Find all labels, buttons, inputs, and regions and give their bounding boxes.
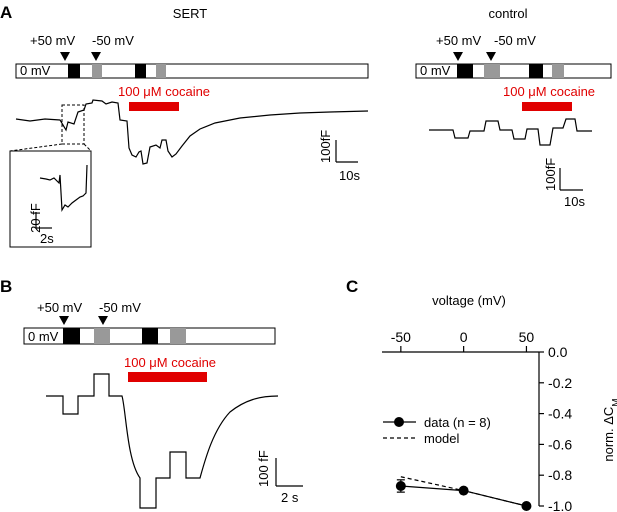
- sert-drug-label: 100 μM cocaine: [118, 84, 210, 99]
- model-arrow-neg-label: -50 mV: [99, 300, 141, 315]
- legend-data-label: data (n = 8): [424, 415, 491, 430]
- sert-trace: [15, 99, 369, 165]
- chart-ylabel-main: norm. ΔC: [601, 407, 616, 462]
- sert-arrow-neg-label: -50 mV: [92, 33, 134, 48]
- control-drug-bar: [522, 102, 572, 111]
- y-tick-label-1: -0.2: [548, 375, 572, 391]
- panel-b-letter: B: [0, 277, 12, 296]
- chart-x-ticks: -50 0 50: [391, 329, 535, 352]
- control-pulse-pos-1: [457, 64, 473, 78]
- sert-inset-scale: [35, 212, 52, 229]
- control-scale-bar: [559, 168, 583, 191]
- sert-inset-marker: [61, 104, 85, 145]
- legend-model-label: model: [424, 431, 460, 446]
- control-drug-label: 100 μM cocaine: [503, 84, 595, 99]
- control-scale-y: 100fF: [543, 158, 558, 191]
- control-pulse-neg-1: [484, 64, 500, 78]
- y-tick-label-5: -1.0: [548, 498, 572, 512]
- sert-title: SERT: [173, 6, 207, 21]
- control-pulse-pos-2: [529, 64, 543, 78]
- sert-inset-scale-y: 20 fF: [28, 203, 43, 233]
- x-tick-label-2: 50: [519, 329, 535, 345]
- model-arrow-neg-icon: [98, 316, 108, 325]
- x-tick-label-1: 0: [460, 329, 468, 345]
- sert-arrow-pos-icon: [60, 52, 70, 61]
- model-drug-label: 100 μM cocaine: [124, 355, 216, 370]
- model-arrow-pos-icon: [59, 316, 69, 325]
- sert-pulse-pos-2: [135, 64, 146, 78]
- model-pulse-pos-1: [63, 328, 80, 344]
- model-pulse-pos-2: [142, 328, 158, 344]
- control-arrow-pos-label: +50 mV: [436, 33, 481, 48]
- model-hold-label: 0 mV: [28, 329, 59, 344]
- model-pulse-neg-2: [170, 328, 186, 344]
- y-tick-label-3: -0.6: [548, 436, 572, 452]
- x-tick-label-0: -50: [391, 329, 411, 345]
- data-point-0: [395, 480, 406, 491]
- chart-plot: -50 0 50 0.0 -0.2 -0.4 -0.6 -0.8 -1.0: [382, 329, 572, 512]
- model-scale-y: 100 fF: [256, 450, 271, 487]
- panel-a-letter: A: [0, 3, 12, 22]
- sert-pulse-neg-2: [156, 64, 166, 78]
- sert-hold-label: 0 mV: [20, 63, 51, 78]
- sert-arrow-neg-icon: [91, 52, 101, 61]
- sert-protocol-bar: [15, 63, 369, 79]
- model-drug-bar: [128, 372, 207, 382]
- control-title: control: [488, 6, 527, 21]
- data-point-1: [458, 485, 469, 496]
- control-hold-label: 0 mV: [420, 63, 451, 78]
- control-arrow-pos-icon: [453, 52, 463, 61]
- control-trace: [429, 118, 592, 146]
- sert-scale-bar: [335, 140, 358, 163]
- legend-data-marker: [394, 417, 404, 427]
- sert-scale-x: 10s: [339, 168, 360, 183]
- control-arrow-neg-icon: [486, 52, 496, 61]
- sert-scale-y: 100fF: [318, 130, 333, 163]
- model-scale-x: 2 s: [281, 490, 299, 505]
- sert-inset-scale-x: 2s: [40, 231, 54, 246]
- y-tick-label-2: -0.4: [548, 406, 572, 422]
- control-scale-x: 10s: [564, 194, 585, 209]
- chart-legend: data (n = 8) model: [383, 415, 491, 446]
- model-trace: [46, 373, 279, 509]
- chart-ylabel: norm. ΔCM: [601, 398, 617, 461]
- sert-pulse-pos-1: [68, 64, 80, 78]
- panel-c-letter: C: [346, 277, 358, 296]
- chart-series: [395, 476, 532, 511]
- sert-pulse-neg-1: [92, 64, 102, 78]
- chart-ylabel-sub: M: [611, 398, 617, 406]
- chart-axes: [382, 351, 540, 506]
- model-pulse-neg-1: [94, 328, 110, 344]
- sert-drug-bar: [129, 102, 179, 111]
- model-arrow-pos-label: +50 mV: [37, 300, 82, 315]
- chart-y-ticks: 0.0 -0.2 -0.4 -0.6 -0.8 -1.0: [539, 344, 572, 512]
- model-scale-bar: [275, 458, 303, 487]
- sert-arrow-pos-label: +50 mV: [30, 33, 75, 48]
- control-protocol-bar: [415, 63, 612, 79]
- y-tick-label-0: 0.0: [548, 344, 568, 360]
- data-point-2: [521, 501, 532, 511]
- model-protocol-bar: [23, 327, 276, 345]
- sert-inset-trace: [39, 164, 88, 212]
- control-arrow-neg-label: -50 mV: [494, 33, 536, 48]
- y-tick-label-4: -0.8: [548, 467, 572, 483]
- control-pulse-neg-2: [552, 64, 564, 78]
- chart-xlabel: voltage (mV): [432, 293, 506, 308]
